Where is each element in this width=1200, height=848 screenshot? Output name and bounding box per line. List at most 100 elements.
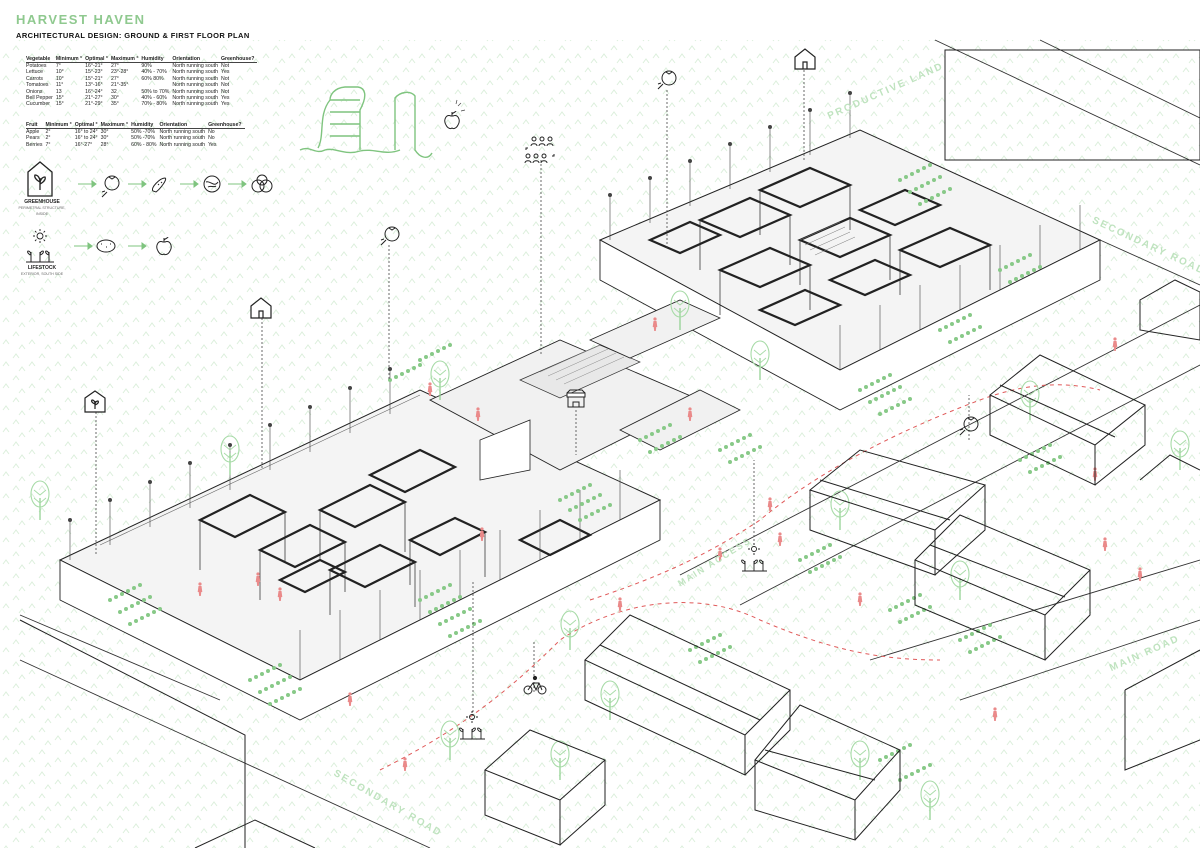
lifestock-label: LIFESTOCK <box>27 265 57 271</box>
people-icon <box>524 136 555 164</box>
lifestock-note: EXTERIOR, SOUTH SIDE <box>20 272 64 276</box>
table-cell: 28° <box>100 141 109 148</box>
table-cell: Yes <box>220 69 230 76</box>
table-cell: 23°-28° <box>110 69 129 76</box>
gable-buildings <box>484 279 1200 846</box>
sun-sprouts-icon-right <box>741 543 767 572</box>
leader-lines <box>95 70 970 720</box>
table-cell: 27° <box>110 63 119 69</box>
table-cell: North running south <box>172 101 218 108</box>
table-cell: 32 <box>110 88 117 95</box>
greenhouse-label: GREENHOUSE <box>24 199 60 205</box>
table-cell: 2° <box>45 129 51 135</box>
table-cell: 16° to 24° <box>74 135 98 142</box>
block-lower-left <box>19 619 316 848</box>
table-cell: North running south <box>172 82 218 89</box>
table-cell: Tomatoes <box>26 82 49 89</box>
house-icon-plan-top <box>794 48 816 70</box>
cucumber-icon <box>151 177 167 193</box>
veg-header-cell: Vegetable <box>26 56 56 63</box>
table-cell: 7° <box>45 141 51 148</box>
vegetables-icon-plan-top <box>657 70 677 90</box>
greenhouse-icon-plan <box>84 390 106 413</box>
project-subtitle: ARCHITECTURAL DESIGN: GROUND & FIRST FLO… <box>16 31 250 40</box>
table-cell: 60% 80% <box>141 75 164 82</box>
access-path-loop <box>379 602 941 771</box>
table-cell: Yes <box>220 101 230 108</box>
table-cell: 21°-35° <box>110 82 129 89</box>
veg-header-cell: Orientation <box>172 56 221 63</box>
greenhouse-icon <box>27 161 53 197</box>
table-cell: 30° <box>100 135 109 142</box>
table-cell: Not <box>220 63 230 69</box>
table-cell: 16°-24° <box>85 88 103 95</box>
greenhouse-legend-label: GREENHOUSE PERIMETRAL STRUCTURE, INSIDE <box>14 199 70 217</box>
vegetables-icon-plan-right <box>959 416 979 436</box>
greenhouse-arch-sketch <box>299 86 433 158</box>
table-cell: 11° <box>55 82 64 89</box>
table-cell: 16°-21° <box>85 63 103 69</box>
table-cell: Cucumber <box>26 101 50 108</box>
fruit-header-cell: Humidity <box>131 122 160 129</box>
lettuce-icon <box>203 175 221 193</box>
table-cell: 15° <box>55 101 64 108</box>
veg-header-cell: Minimum ° <box>55 56 86 63</box>
veg-header-cell: Maximum ° <box>110 56 142 63</box>
table-cell: Potatoes <box>26 63 47 69</box>
sun-sprouts-icon-bottom <box>459 711 485 740</box>
table-cell: North running south <box>172 88 218 95</box>
table-cell: 40% - 60% <box>141 95 167 102</box>
central-courtyard <box>428 339 702 481</box>
table-cell: Berries <box>26 141 43 148</box>
walkway <box>619 389 741 451</box>
fruit-header-cell: Minimum ° <box>45 122 75 129</box>
table-row: Tomatoes 11° 13°-16° 21°-35° North running s… <box>26 82 257 88</box>
project-title: HARVEST HAVEN <box>16 12 146 27</box>
block-top-right <box>944 49 1200 161</box>
market-icon <box>566 389 586 408</box>
table-cell: Carrots <box>26 75 44 82</box>
table-cell: 7° <box>55 63 61 69</box>
tomato-icon <box>101 175 120 198</box>
table-cell: Yes <box>208 141 217 148</box>
table-cell: Apple <box>26 129 40 135</box>
table-cell: North running south <box>159 129 206 135</box>
house-icon-plan-left <box>250 297 272 319</box>
table-cell: 40% - 70% <box>141 69 167 76</box>
table-cell: 30° <box>100 129 109 135</box>
table-cell: North running south <box>172 63 218 69</box>
table-cell: 15°-21° <box>85 75 103 82</box>
table-cell: Not <box>220 88 230 95</box>
table-cell: Lettuce <box>26 69 44 76</box>
veg-header-cell: Optimal ° <box>85 56 111 63</box>
sprouts-icon <box>26 250 54 263</box>
table-cell: Onions <box>26 88 43 95</box>
table-cell: 35° <box>110 101 119 108</box>
table-cell: North running south <box>159 135 206 142</box>
onions-icon <box>251 174 273 193</box>
fruit-header-cell: Orientation <box>159 122 209 129</box>
table-cell: Yes <box>220 95 230 102</box>
table-cell: 15° <box>55 95 64 102</box>
table-cell: 21°-27° <box>85 95 103 102</box>
apple-icon <box>444 99 466 130</box>
table-cell: 10° <box>55 69 64 76</box>
table-cell: 50% -70% <box>131 135 156 142</box>
apple-result-icon <box>156 236 172 256</box>
table-cell: 13°-16° <box>85 82 103 89</box>
table-cell: 50% to 70% <box>141 88 170 95</box>
vegetables-icon-plan <box>380 226 400 246</box>
sun-icon <box>33 229 47 243</box>
fruit-header-cell: Optimal ° <box>74 122 101 129</box>
